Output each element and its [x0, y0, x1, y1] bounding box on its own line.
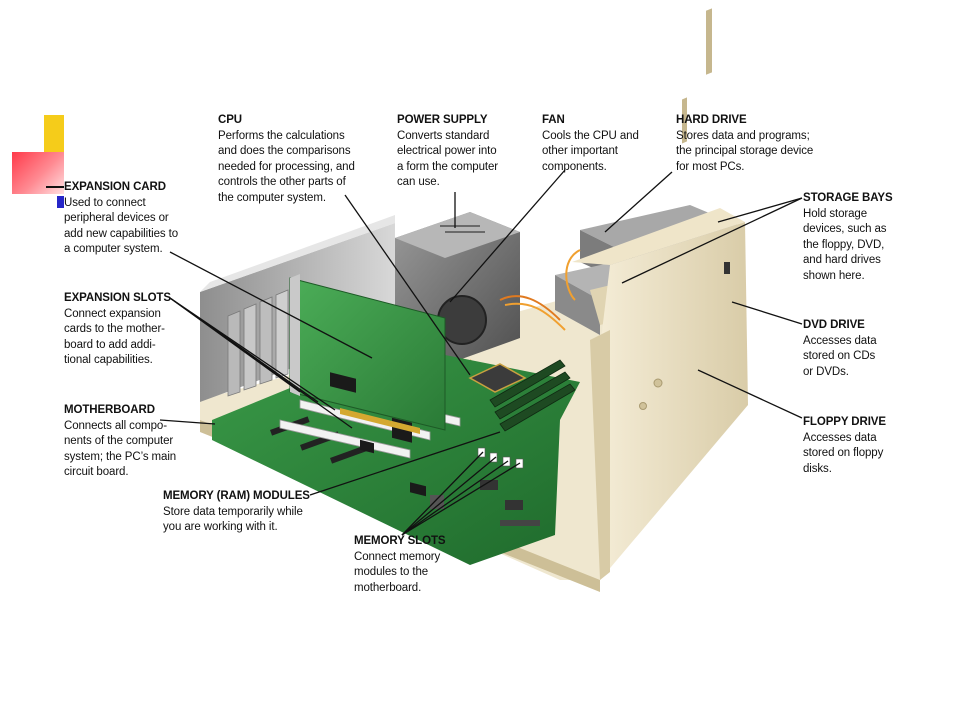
label-expansion-card-title: EXPANSION CARD [64, 181, 166, 193]
label-cpu-title: CPU [218, 114, 242, 126]
label-hard-drive-title: HARD DRIVE [676, 114, 747, 126]
case-front-edge [590, 330, 610, 580]
label-dvd-drive-desc: Accesses data stored on CDs or DVDs. [803, 334, 877, 378]
label-memory-modules-desc: Store data temporarily while you are wor… [163, 505, 303, 534]
label-power-supply: POWER SUPPLY Converts standard electrica… [397, 113, 498, 191]
case-front-top [572, 208, 745, 265]
label-fan-title: FAN [542, 114, 565, 126]
expansion-card-gold-edge [340, 408, 420, 434]
label-memory-slots-title: MEMORY SLOTS [354, 535, 446, 547]
front-panel-indicator [724, 262, 730, 274]
label-hard-drive-desc: Stores data and programs; the principal … [676, 129, 814, 173]
drive-bay-lower-side [555, 275, 600, 335]
label-motherboard-title: MOTHERBOARD [64, 404, 155, 416]
slot-covers [227, 289, 289, 397]
label-expansion-card-desc: Used to connect peripheral devices or ad… [64, 196, 179, 256]
label-cpu: CPU Performs the calculations and does t… [218, 113, 355, 206]
label-storage-bays-title: STORAGE BAYS [803, 192, 893, 204]
label-power-supply-title: POWER SUPPLY [397, 114, 488, 126]
label-floppy-drive-desc: Accesses data stored on floppy disks. [803, 431, 884, 475]
label-motherboard: MOTHERBOARD Connects all compo- nents of… [64, 403, 176, 481]
label-hard-drive: HARD DRIVE Stores data and programs; the… [676, 113, 813, 175]
label-fan: FAN Cools the CPU and other important co… [542, 113, 639, 175]
floppy-drive-slot [682, 97, 687, 144]
power-supply-vents [440, 225, 485, 233]
label-memory-modules-title: MEMORY (RAM) MODULES [163, 490, 310, 502]
label-floppy-drive-title: FLOPPY DRIVE [803, 416, 886, 428]
label-expansion-card: EXPANSION CARD Used to connect periphera… [64, 180, 178, 258]
power-button [653, 378, 663, 388]
label-motherboard-desc: Connects all compo- nents of the compute… [64, 419, 177, 479]
label-storage-bays-desc: Hold storage devices, such as the floppy… [803, 207, 887, 282]
label-expansion-slots-title: EXPANSION SLOTS [64, 292, 171, 304]
dvd-drive-slot [706, 8, 712, 75]
case-back-rim [200, 215, 395, 292]
label-expansion-slots-desc: Connect expansion cards to the mother- b… [64, 307, 165, 367]
power-supply-top [395, 212, 520, 258]
label-memory-slots: MEMORY SLOTS Connect memory modules to t… [354, 534, 446, 596]
label-memory-modules: MEMORY (RAM) MODULES Store data temporar… [163, 489, 310, 536]
label-fan-desc: Cools the CPU and other important compon… [542, 129, 639, 173]
label-dvd-drive-title: DVD DRIVE [803, 319, 865, 331]
decor-blue-square [57, 196, 64, 208]
label-power-supply-desc: Converts standard electrical power into … [397, 129, 499, 189]
leader-lines [159, 169, 803, 536]
label-dvd-drive: DVD DRIVE Accesses data stored on CDs or… [803, 318, 877, 380]
decor-black-dash [46, 186, 64, 188]
memory-modules [489, 359, 576, 432]
expansion-card-bracket [290, 274, 300, 396]
reset-button [639, 402, 647, 410]
label-expansion-slots: EXPANSION SLOTS Connect expansion cards … [64, 291, 171, 369]
cpu-chip [468, 363, 527, 393]
label-floppy-drive: FLOPPY DRIVE Accesses data stored on flo… [803, 415, 886, 477]
label-storage-bays: STORAGE BAYS Hold storage devices, such … [803, 191, 893, 284]
label-memory-slots-desc: Connect memory modules to the motherboar… [354, 550, 441, 594]
case-front-panel [600, 222, 748, 580]
label-cpu-desc: Performs the calculations and does the c… [218, 129, 355, 204]
